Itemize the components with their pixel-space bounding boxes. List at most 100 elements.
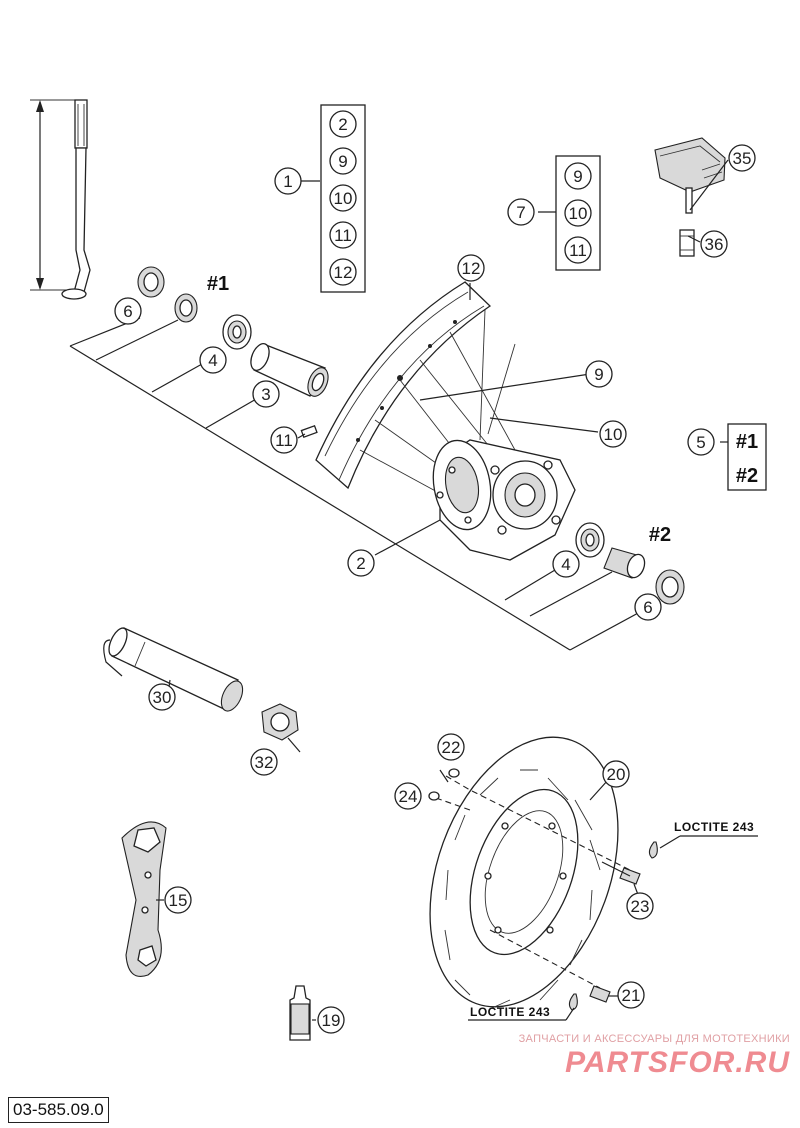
kit-1-item-3-ring xyxy=(329,221,357,249)
callout-c12-number: 12 xyxy=(462,259,481,278)
callout-c23-ring xyxy=(626,892,654,920)
kit-1-item-1-ring xyxy=(329,147,357,175)
callout-c10-ring xyxy=(599,420,627,448)
kit-1-item-2-ring xyxy=(329,184,357,212)
spacer-part-1-left xyxy=(174,293,198,323)
bolt-part-23 xyxy=(601,861,641,885)
callout-c36-number: 36 xyxy=(705,235,724,254)
callout-c3: 3 xyxy=(252,380,280,408)
callout-c24-ring xyxy=(394,782,422,810)
group-label-2: #2 xyxy=(649,524,671,546)
loctite-drop-bottom xyxy=(568,993,578,1011)
callout-c21: 21 xyxy=(617,981,645,1009)
bearing-part-4-right xyxy=(575,522,605,558)
callout-c5-ring xyxy=(687,428,715,456)
callout-c2-number: 2 xyxy=(356,554,365,573)
callout-c6b: 6 xyxy=(634,593,662,621)
wheel-rim-part-12 xyxy=(315,281,492,490)
callout-c32-ring xyxy=(250,748,278,776)
callout-c10: 10 xyxy=(599,420,627,448)
washer-part-24 xyxy=(428,791,440,801)
kit-1-item-3-number: 11 xyxy=(334,226,352,245)
callout-c24: 24 xyxy=(394,782,422,810)
callout-c15-ring xyxy=(164,886,192,914)
callout-c4b: 4 xyxy=(552,550,580,578)
kit-7-item-2-number: 11 xyxy=(569,241,587,260)
callout-c4b-ring xyxy=(552,550,580,578)
watermark-tagline: ЗАПЧАСТИ И АКСЕССУАРЫ ДЛЯ МОТОТЕХНИКИ xyxy=(518,1033,790,1045)
kit-1-item-list: 2 9 10 11 12 xyxy=(329,110,357,286)
wrench-part-15 xyxy=(121,821,167,977)
kit-7-item-0-number: 9 xyxy=(573,167,582,186)
callout-c35: 35 xyxy=(728,144,756,172)
watermark-logo: PARTSFOR.RU xyxy=(565,1046,790,1079)
callout-c7-ring xyxy=(507,198,535,226)
callout-c6a-ring xyxy=(114,297,142,325)
callout-c36-ring xyxy=(700,230,728,258)
kit-1-item-0: 2 xyxy=(329,110,357,138)
callout-c3-ring xyxy=(252,380,280,408)
callout-c30-ring xyxy=(148,683,176,711)
spacer-part-2-right xyxy=(603,547,646,579)
callout-c6a-number: 6 xyxy=(123,302,132,321)
document-code: 03-585.09.0 xyxy=(8,1097,109,1123)
callout-c9-number: 9 xyxy=(594,365,603,384)
callout-c7: 7 xyxy=(507,198,535,226)
callout-c15-number: 15 xyxy=(169,891,188,910)
callout-c4a: 4 xyxy=(199,346,227,374)
callout-c32: 32 xyxy=(250,748,278,776)
callout-c10-number: 10 xyxy=(604,425,623,444)
callout-c20: 20 xyxy=(602,760,630,788)
callout-c6b-ring xyxy=(634,593,662,621)
kit-7-item-1-ring xyxy=(564,199,592,227)
loctite-note-top: LOCTITE 243 xyxy=(674,820,754,834)
callout-c19-number: 19 xyxy=(322,1011,341,1030)
kit-7-item-2: 11 xyxy=(564,236,592,264)
bolt-part-21 xyxy=(589,985,611,1003)
kit-7-item-0: 9 xyxy=(564,162,592,190)
kit-7-item-list: 9 10 11 xyxy=(564,162,592,264)
kit-1-item-2-number: 10 xyxy=(334,189,353,208)
axle-part-30 xyxy=(103,627,244,712)
callout-c11-ring xyxy=(270,426,298,454)
callout-c2: 2 xyxy=(347,549,375,577)
group-label-1: #1 xyxy=(207,273,229,295)
nipple-part-11 xyxy=(300,424,318,438)
spacer-tube-part-3 xyxy=(250,343,329,397)
callout-c6a: 6 xyxy=(114,297,142,325)
callout-c12: 12 xyxy=(457,254,485,282)
valve-nut-part-36 xyxy=(679,229,695,257)
callout-c1-number: 1 xyxy=(283,172,292,191)
callout-c20-ring xyxy=(602,760,630,788)
wheel-hub-part-2 xyxy=(432,439,576,561)
kit-1-item-4-ring xyxy=(329,258,357,286)
callout-c32-number: 32 xyxy=(255,753,274,772)
callout-c30: 30 xyxy=(148,683,176,711)
kit-1-item-1-number: 9 xyxy=(338,152,347,171)
spoke-illustration xyxy=(30,99,91,300)
kit-1-item-4: 12 xyxy=(329,258,357,286)
kit-1-item-0-ring xyxy=(329,110,357,138)
callout-c11-number: 11 xyxy=(275,431,293,450)
callout-c4a-ring xyxy=(199,346,227,374)
brake-disc-part-20 xyxy=(429,736,619,1009)
callout-c22: 22 xyxy=(437,733,465,761)
kit-5-item-g2: #2 xyxy=(736,465,758,487)
loctite-drop-top xyxy=(648,841,658,859)
callout-c7-number: 7 xyxy=(516,203,525,222)
kit-1-item-0-number: 2 xyxy=(338,115,347,134)
kit-7-item-1-number: 10 xyxy=(569,204,588,223)
callout-c12-ring xyxy=(457,254,485,282)
callout-c23-number: 23 xyxy=(631,897,650,916)
kit-7-item-0-ring xyxy=(564,162,592,190)
callout-c11: 11 xyxy=(270,426,298,454)
callout-c19-ring xyxy=(317,1006,345,1034)
callout-c21-ring xyxy=(617,981,645,1009)
callout-c2-ring xyxy=(347,549,375,577)
callout-c5: 5 xyxy=(687,428,715,456)
seal-part-6-right xyxy=(655,569,685,605)
callout-c5-number: 5 xyxy=(696,433,705,452)
kit-7-item-2-ring xyxy=(564,236,592,264)
